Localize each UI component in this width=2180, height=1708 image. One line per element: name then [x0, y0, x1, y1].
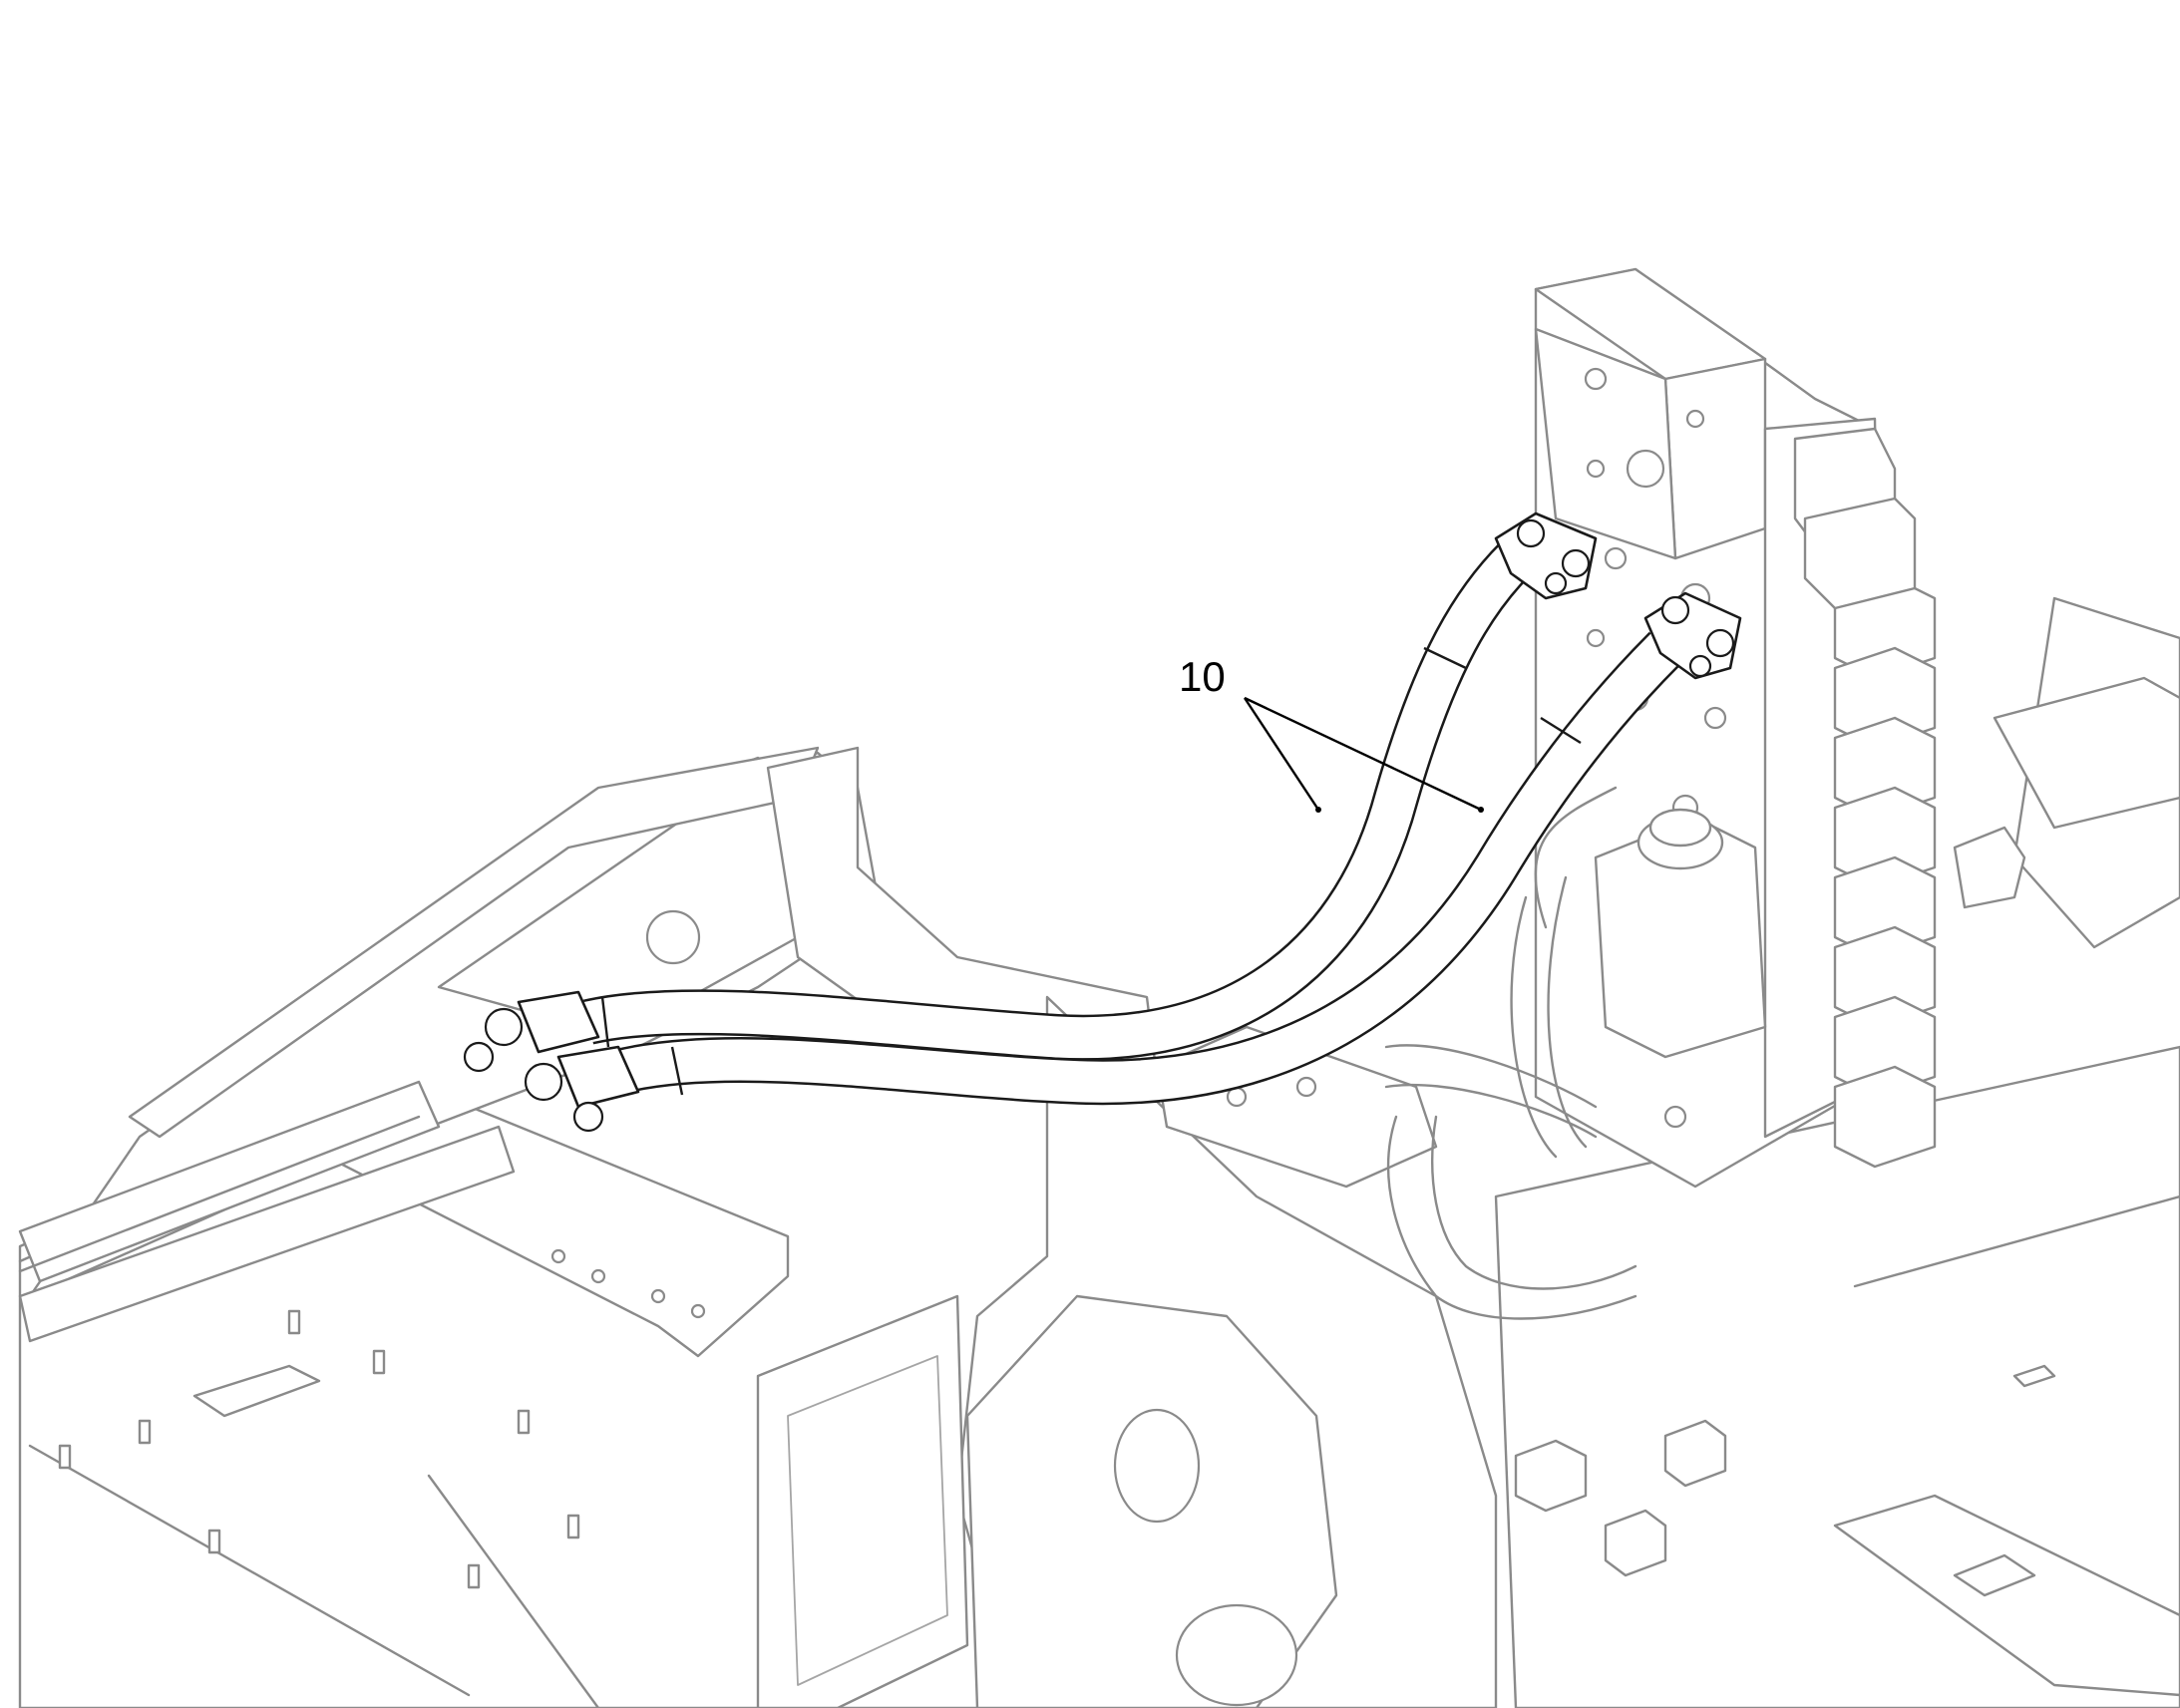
hose-b: [612, 631, 1682, 1106]
hose-end-fitting-lower: [1643, 591, 1742, 680]
hose-end-fitting-upper: [1494, 512, 1598, 600]
callout-leader-dot-a: [1315, 807, 1321, 813]
hose-end-fitting-left: [463, 990, 640, 1133]
callout-10: 10: [1179, 653, 1484, 813]
callout-leader-b: [1244, 696, 1482, 812]
control-valve-block: [1384, 267, 2026, 1320]
solenoid-stack: [1833, 576, 1937, 1169]
callout-leader-a: [1243, 697, 1320, 811]
hose-a: [582, 541, 1533, 1061]
hydraulic-hose-assembly: [463, 512, 1742, 1133]
callout-leader-dot-b: [1478, 807, 1484, 813]
machine-frame-background: [18, 596, 2180, 1708]
stud-bolt: [58, 1309, 580, 1589]
callout-label: 10: [1179, 653, 1226, 700]
